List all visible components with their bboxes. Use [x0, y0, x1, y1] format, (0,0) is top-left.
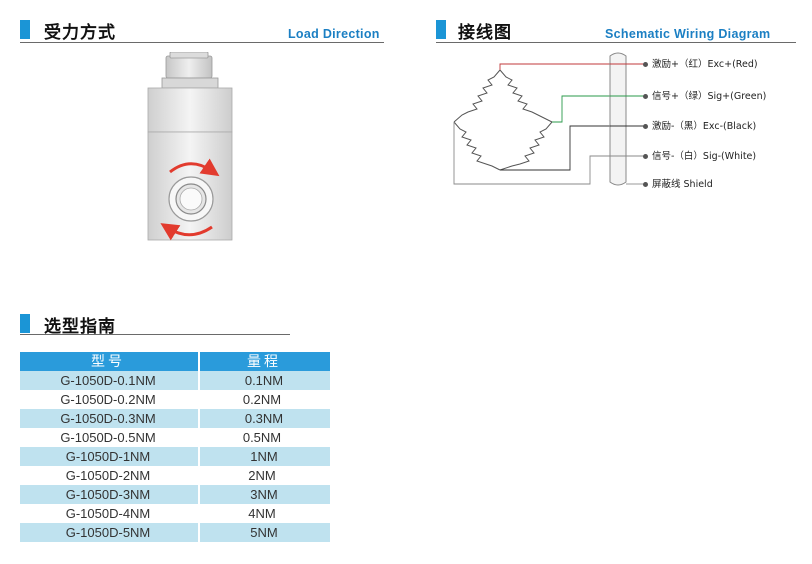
table-cell-range: 1NM [198, 447, 328, 466]
wire-label-exc-plus: 激励+（红）Exc+(Red) [652, 59, 758, 70]
table-row: G-1050D-2NM 2NM [20, 466, 330, 485]
wire-dot-shield [643, 182, 648, 187]
table-row: G-1050D-0.2NM 0.2NM [20, 390, 330, 409]
table-header-model: 型号 [91, 353, 125, 369]
table-row: G-1050D-0.1NM 0.1NM [20, 371, 330, 390]
table-cell-model: G-1050D-0.1NM [60, 373, 156, 388]
wire-dot-exc-minus [643, 124, 648, 129]
table-cell-model: G-1050D-2NM [65, 468, 151, 483]
wire-dot-exc-plus [643, 62, 648, 67]
table-cell-model: G-1050D-0.3NM [60, 411, 156, 426]
wiring-section-subtitle: Schematic Wiring Diagram [605, 27, 771, 41]
wheatstone-bridge-diagram [453, 52, 645, 186]
wiring-section-rule [436, 42, 796, 43]
table-row: G-1050D-4NM 4NM [20, 504, 330, 523]
table-cell-model: G-1050D-4NM [65, 506, 151, 521]
wire-label-shield: 屏蔽线 Shield [652, 179, 713, 190]
load-section-rule [20, 42, 384, 43]
table-cell-range: 3NM [198, 485, 328, 504]
table-cell-range: 4NM [248, 506, 276, 521]
table-cell-model: G-1050D-0.2NM [60, 392, 156, 407]
table-header-row: 型号 量程 [20, 352, 330, 371]
table-cell-range: 2NM [248, 468, 276, 483]
selection-section-accent-bar [20, 314, 30, 333]
table-cell-range: 0.5NM [242, 430, 282, 445]
load-section-subtitle: Load Direction [288, 27, 380, 41]
selection-section-rule [20, 334, 290, 335]
wiring-section-accent-bar [436, 20, 446, 39]
wire-label-exc-minus: 激励-（黑）Exc-(Black) [652, 121, 757, 132]
wire-label-sig-minus: 信号-（白）Sig-(White) [652, 151, 757, 162]
table-row: G-1050D-5NM 5NM [20, 523, 330, 542]
table-row: G-1050D-1NM 1NM [20, 447, 330, 466]
table-header-range: 量程 [198, 352, 328, 371]
table-cell-range: 5NM [198, 523, 328, 542]
table-cell-model: G-1050D-0.5NM [60, 430, 156, 445]
wire-label-sig-plus: 信号+（绿）Sig+(Green) [652, 91, 767, 102]
torque-sensor-illustration [147, 52, 233, 241]
table-cell-model: G-1050D-5NM [65, 525, 151, 540]
table-cell-range: 0.3NM [198, 409, 328, 428]
table-cell-model: G-1050D-1NM [65, 449, 151, 464]
table-cell-range: 0.1NM [198, 371, 328, 390]
wire-dot-sig-plus [643, 94, 648, 99]
selection-section-title: 选型指南 [44, 317, 116, 337]
table-row: G-1050D-0.3NM 0.3NM [20, 409, 330, 428]
table-cell-range: 0.2NM [242, 392, 282, 407]
table-row: G-1050D-3NM 3NM [20, 485, 330, 504]
wire-dot-sig-minus [643, 154, 648, 159]
table-row: G-1050D-0.5NM 0.5NM [20, 428, 330, 447]
load-section-title: 受力方式 [44, 23, 116, 43]
wiring-section-title: 接线图 [458, 23, 512, 43]
load-section-accent-bar [20, 20, 30, 39]
table-cell-model: G-1050D-3NM [65, 487, 151, 502]
